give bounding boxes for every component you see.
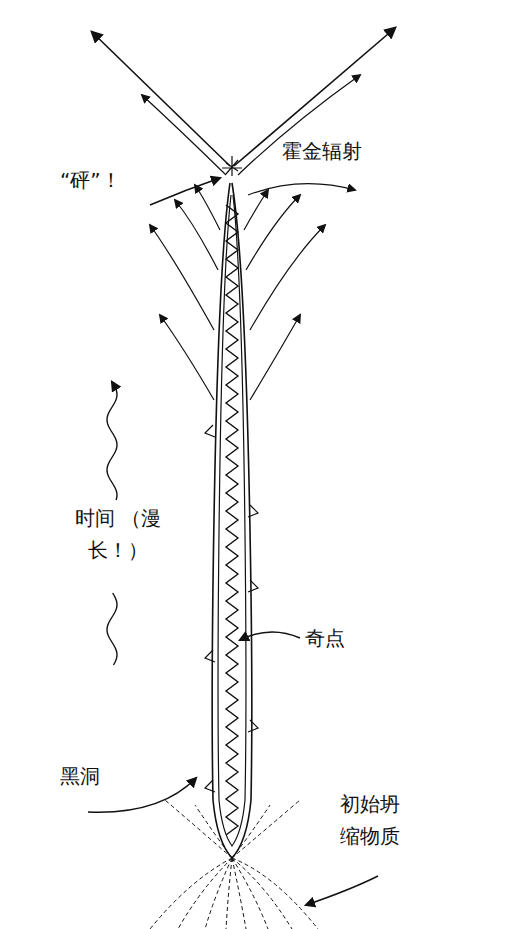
outgoing-radiation — [92, 28, 395, 175]
bang-burst — [222, 156, 242, 176]
black-hole-outline — [212, 183, 251, 858]
collapsing-matter-label: 初始坍 缩物质 — [340, 788, 406, 852]
black-hole-label: 黑洞 — [60, 760, 100, 792]
hawking-radiation-label: 霍金辐射 — [282, 135, 362, 167]
collapsing-matter-lines — [150, 800, 318, 929]
singularity-label: 奇点 — [305, 622, 345, 654]
hawking-radiation — [150, 184, 355, 400]
time-label: 时间 （漫长！） — [64, 502, 172, 566]
light-cones — [205, 425, 258, 792]
bang-label: “砰”！ — [60, 164, 121, 196]
singularity-zigzag-path — [226, 205, 238, 835]
singularity-zigzag — [226, 205, 238, 835]
black-hole-inner-outline — [218, 195, 246, 846]
